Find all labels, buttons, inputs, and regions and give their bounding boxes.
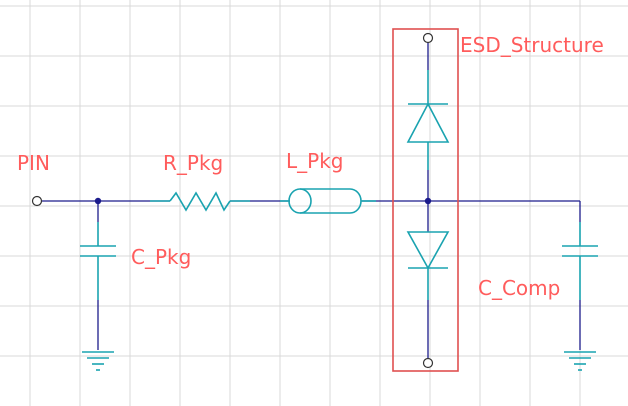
esd-structure-box xyxy=(392,28,459,372)
esd-structure-label: ESD_Structure xyxy=(460,33,604,57)
esd-lower-diode[interactable] xyxy=(406,201,450,369)
l-pkg-label: L_Pkg xyxy=(286,149,343,173)
c-pkg-label: C_Pkg xyxy=(131,245,191,269)
l-pkg-tline[interactable] xyxy=(280,188,376,214)
ground-symbol xyxy=(82,351,114,371)
r-pkg-resistor[interactable] xyxy=(150,191,250,212)
ground-symbol xyxy=(564,351,596,371)
pin-terminal[interactable] xyxy=(31,195,43,207)
pin-label: PIN xyxy=(17,151,50,175)
r-pkg-label: R_Pkg xyxy=(163,151,223,175)
c-comp-label: C_Comp xyxy=(478,276,560,300)
esd-upper-diode[interactable] xyxy=(406,32,450,202)
c-comp-capacitor[interactable] xyxy=(562,201,598,350)
c-pkg-capacitor[interactable] xyxy=(80,201,116,350)
